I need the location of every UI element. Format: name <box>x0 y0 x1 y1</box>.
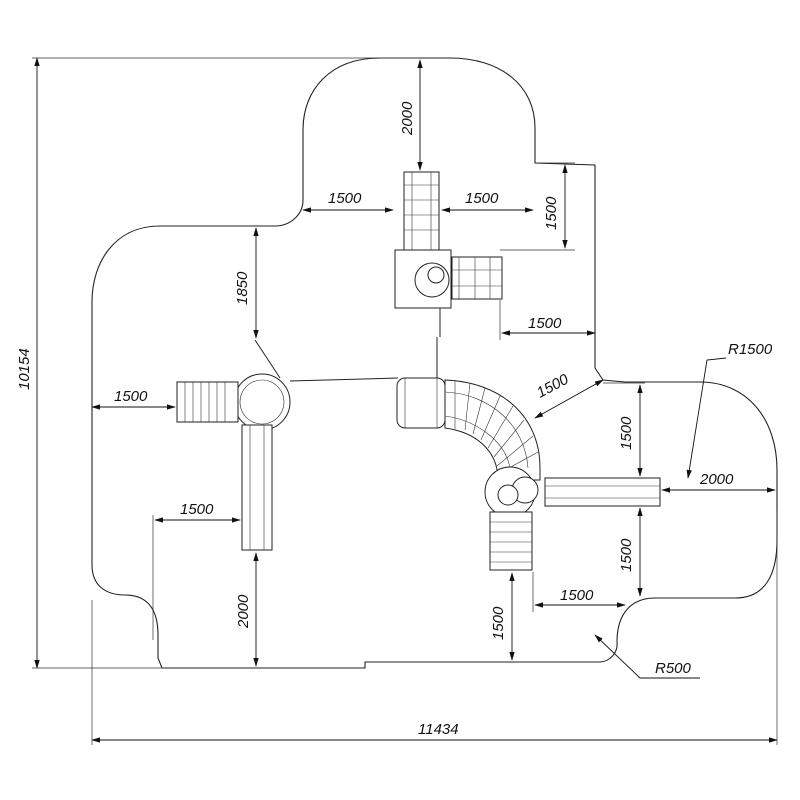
center-tower <box>396 377 541 481</box>
radius-small-label: R500 <box>655 660 692 677</box>
dim-bottom-right-offset: 1500 <box>560 587 594 604</box>
dim-left-slide-side: 1500 <box>180 501 214 518</box>
radius-large-label: R1500 <box>728 341 773 358</box>
dim-right-slide-exit: 2000 <box>699 471 734 488</box>
dim-top-tower-left: 1500 <box>328 190 362 207</box>
dim-spiral-slide-exit: 1500 <box>490 606 507 640</box>
dim-left-slide-clearance: 1500 <box>114 388 148 405</box>
dim-right-slide-lower: 1500 <box>618 538 635 572</box>
bottom-right-tower <box>484 466 661 571</box>
overall-width-label: 11434 <box>418 721 459 738</box>
left-tower <box>176 339 399 551</box>
safety-zone-outline <box>91 57 778 669</box>
dim-left-upper-clearance: 1850 <box>234 271 251 305</box>
dim-top-right-notch: 1500 <box>543 196 560 230</box>
dim-bridge-lower-right: 1500 <box>528 315 562 332</box>
dim-left-slide-exit: 2000 <box>235 594 252 629</box>
overall-height-label: 10154 <box>16 348 33 390</box>
dim-top-tower-clearance: 2000 <box>399 101 416 136</box>
dim-right-slide-upper: 1500 <box>618 416 635 450</box>
top-tower <box>394 171 503 378</box>
dim-curved-slide-clearance: 1500 <box>534 371 572 402</box>
dim-top-tower-right: 1500 <box>465 190 499 207</box>
